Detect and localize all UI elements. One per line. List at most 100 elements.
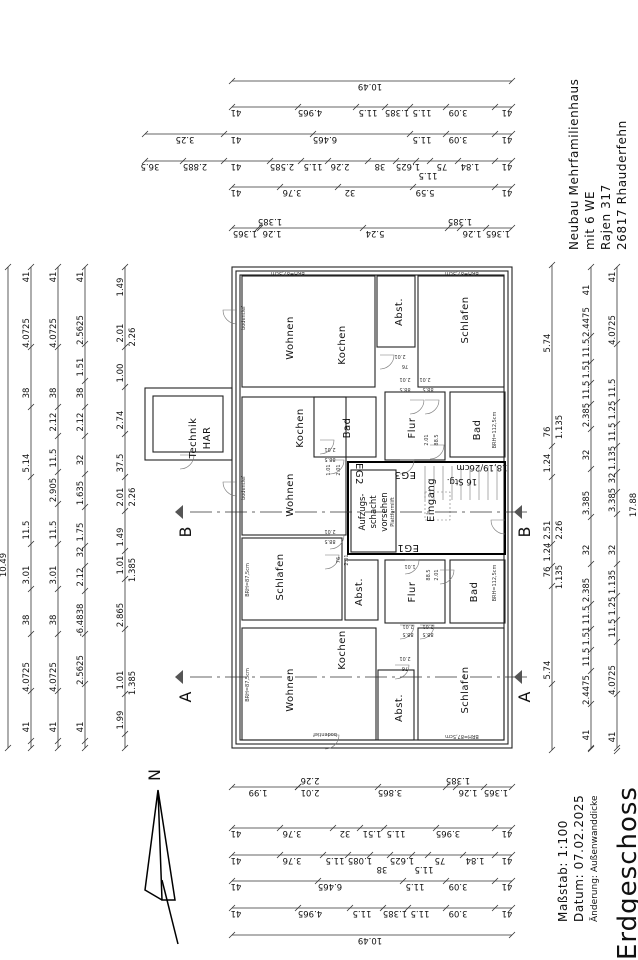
dimension-label: 11.5 [608, 619, 618, 638]
dimension-label: 1.51 [582, 360, 592, 379]
dimension-label: 1.085 [348, 855, 372, 865]
dimension-tick [587, 332, 595, 340]
dimension-label: 2.01 [301, 787, 320, 797]
room-label-bot-wohnen: Wohnen [285, 668, 296, 712]
dimension-tick [324, 157, 332, 165]
dimension-label: 11.5 [582, 381, 592, 400]
dimension-tick [548, 442, 556, 450]
dimension-label: 11.5 [22, 521, 32, 540]
dimension-label: 2.385 [582, 578, 592, 602]
dimension-label: 2.585 [270, 161, 294, 171]
dimension-tick [454, 157, 462, 165]
annotation-label: 2.01 [324, 528, 335, 534]
dimension-tick [491, 157, 499, 165]
dimension-tick [356, 824, 364, 832]
dimension-tick [256, 224, 264, 232]
dimension-label: 1.51 [582, 627, 592, 646]
low-schlafen [241, 537, 343, 621]
dimension-label: 41 [231, 134, 242, 144]
dimension-label: 4.965 [298, 107, 322, 117]
dimension-tick [179, 157, 187, 165]
dimension-label: 2.26 [128, 328, 138, 347]
dimension-label: 41 [502, 187, 513, 197]
room-label-top-abst: Abst. [394, 298, 405, 326]
door-swing [324, 554, 340, 570]
dimension-tick [121, 575, 129, 583]
dimension-tick [613, 442, 621, 450]
dimension-label: 41 [49, 272, 59, 283]
top-schlafen [417, 275, 505, 388]
dimension-label: 2.01 [116, 324, 126, 343]
dimension-label: 38 [49, 388, 59, 399]
dimension-tick [491, 103, 499, 111]
low-abst [344, 559, 379, 621]
dimension-label: 41 [231, 908, 242, 918]
dimension-label: 2.26 [301, 775, 320, 785]
dimension-tick [409, 183, 417, 191]
dimension-tick [54, 468, 62, 476]
dimension-tick [141, 157, 149, 165]
dimension-tick [548, 680, 556, 688]
dimension-tick [314, 877, 322, 885]
dimension-tick [491, 183, 499, 191]
dimension-label: 41 [22, 722, 32, 733]
dimension-tick [294, 783, 302, 791]
dimension-tick [408, 851, 416, 859]
dimension-tick [587, 513, 595, 521]
room-label-eingang: Eingang [426, 478, 437, 522]
door-swing [419, 624, 435, 640]
stair-hall [347, 461, 506, 555]
annotation-label: 88.5 [422, 386, 433, 392]
dimension-tick [266, 157, 274, 165]
dimension-label: 1.625 [396, 161, 420, 171]
dimension-label: 41 [231, 855, 242, 865]
dimension-tick [508, 877, 516, 885]
dimension-tick [587, 600, 595, 608]
dimension-tick [81, 587, 89, 595]
dimension-tick [508, 224, 516, 232]
dimension-tick [366, 851, 374, 859]
door-swing [429, 444, 445, 460]
dimension-tick [228, 77, 236, 85]
door-swing [329, 534, 345, 550]
dimension-label: 2.12 [49, 413, 59, 432]
dimension-tick [27, 630, 35, 638]
dimension-label: 1.26 [459, 787, 478, 797]
annotation-label: 2.01 [419, 376, 430, 382]
dimension-tick [81, 562, 89, 570]
dimension-label: 3.385 [608, 488, 618, 512]
dimension-tick [81, 744, 89, 752]
dimension-tick [228, 824, 236, 832]
top-abst [376, 275, 416, 348]
dimension-label: 1.84 [466, 855, 485, 865]
door-swing [222, 481, 238, 497]
dimension-label: 11.5 [608, 379, 618, 398]
dimension-tick [81, 470, 89, 478]
dimension-label: 41 [502, 881, 513, 891]
technik-room-inner [152, 395, 224, 453]
room-label-mid-flur: Flur [407, 417, 418, 438]
dimension-tick [54, 343, 62, 351]
annotation-label: 88.5 [426, 569, 432, 580]
room-label-aufzug-1: Aufzugs- [358, 494, 368, 531]
dimension-tick [141, 130, 149, 138]
dimension-label: 41 [231, 161, 242, 171]
dimension-tick [228, 103, 236, 111]
dimension-tick [491, 824, 499, 832]
dimension-tick [364, 157, 372, 165]
mid-flur [384, 391, 446, 461]
dimension-tick [480, 783, 488, 791]
dimension-tick [508, 931, 516, 939]
dimension-tick [4, 744, 12, 752]
dimension-tick [54, 500, 62, 508]
annotation-label: 2.01 [434, 569, 440, 580]
dimension-tick [508, 851, 516, 859]
dimension-tick [491, 851, 499, 859]
dimension-label: 11.5 [359, 107, 378, 117]
dimension-label: 41 [231, 828, 242, 838]
dimension-tick [587, 700, 595, 708]
dimension-label: 38 [76, 388, 86, 399]
dimension-label: 1.385 [448, 216, 472, 226]
dimension-tick [27, 744, 35, 752]
staircase [424, 466, 498, 521]
